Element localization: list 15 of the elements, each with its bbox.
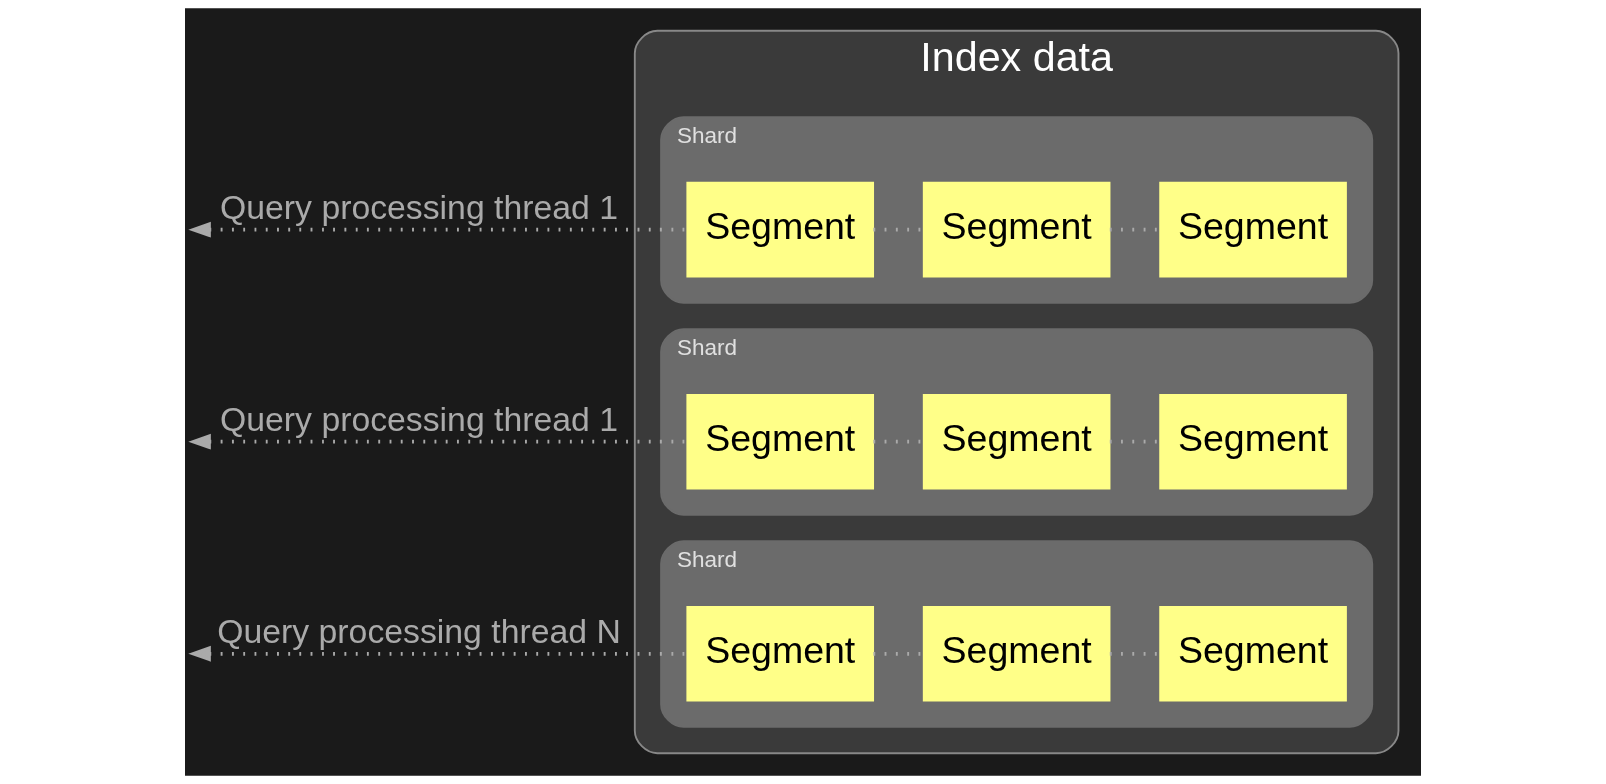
node-box: Segment bbox=[922, 181, 1111, 278]
edge-label: Query processing thread 1 bbox=[220, 188, 618, 227]
node-box: Segment bbox=[686, 605, 875, 702]
node-box: Segment bbox=[922, 393, 1111, 490]
node-box: Segment bbox=[686, 181, 875, 278]
edge-label: Query processing thread N bbox=[217, 612, 621, 651]
node-box: Segment bbox=[686, 393, 875, 490]
node-box: Segment bbox=[1159, 181, 1347, 278]
edge-label: Query processing thread 1 bbox=[220, 400, 618, 439]
node-box: Segment bbox=[1159, 393, 1347, 490]
arrow bbox=[188, 221, 687, 238]
arrow bbox=[188, 645, 687, 662]
node-box: Segment bbox=[1159, 605, 1347, 702]
arrow bbox=[188, 433, 687, 450]
node-box: Segment bbox=[922, 605, 1111, 702]
